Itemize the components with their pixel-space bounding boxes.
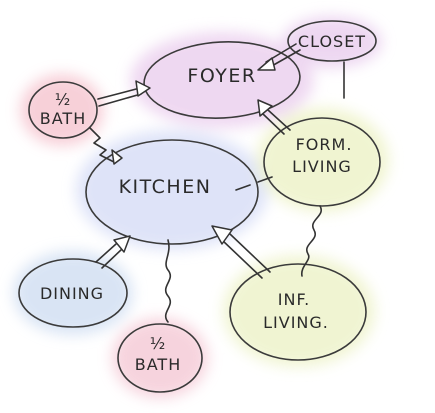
kitchen-halo bbox=[76, 130, 268, 250]
closet-label: CLOSET bbox=[298, 32, 366, 51]
half-bath-bottom-halo bbox=[112, 318, 208, 398]
half-bath-top-fraction: ½ bbox=[55, 90, 72, 109]
labels: FOYER CLOSET ½ BATH KITCHEN FORM. LIVING… bbox=[40, 32, 366, 374]
formal-informal-link bbox=[301, 205, 323, 277]
closet-foyer-arrowhead bbox=[257, 57, 276, 71]
halfbath-kitchen-arrowhead bbox=[111, 149, 123, 165]
formal-living-bubble bbox=[263, 117, 381, 207]
informal-living-bubble bbox=[229, 263, 367, 361]
foyer-bubble bbox=[143, 41, 301, 119]
formal-living-foyer-link bbox=[262, 109, 291, 135]
connections bbox=[89, 43, 345, 323]
informal-kitchen-arrowhead bbox=[211, 225, 233, 245]
informal-kitchen-link bbox=[221, 233, 271, 279]
informal-living-line2: LIVING. bbox=[263, 313, 329, 332]
kitchen-formal-living-link bbox=[235, 176, 273, 191]
dining-label: DINING bbox=[40, 284, 104, 303]
half-bath-top-halo bbox=[20, 74, 104, 146]
dining-kitchen-arrowhead bbox=[113, 235, 131, 253]
halfbath-bottom-kitchen-link bbox=[164, 239, 172, 323]
dining-kitchen-link bbox=[95, 243, 123, 269]
formal-living-line1: FORM. bbox=[296, 135, 353, 154]
color-halos bbox=[13, 16, 389, 398]
half-bath-top-label: BATH bbox=[40, 109, 86, 128]
halfbath-foyer-arrowhead bbox=[135, 80, 151, 97]
half-bath-bottom-label: BATH bbox=[135, 355, 181, 374]
formal-living-halo bbox=[257, 108, 389, 212]
half-bath-bottom-bubble bbox=[117, 323, 203, 393]
bubble-outlines bbox=[18, 20, 381, 393]
informal-living-line1: INF. bbox=[278, 290, 310, 309]
kitchen-label: KITCHEN bbox=[119, 176, 212, 198]
closet-bubble bbox=[287, 20, 377, 62]
halfbath-kitchen-link bbox=[89, 127, 115, 163]
kitchen-bubble bbox=[85, 139, 259, 245]
half-bath-top-bubble bbox=[28, 81, 98, 139]
closet-halo bbox=[282, 16, 382, 68]
dining-bubble bbox=[18, 258, 128, 328]
formal-living-foyer-arrowhead bbox=[257, 99, 273, 117]
halfbath-foyer-link bbox=[97, 87, 142, 107]
informal-living-halo bbox=[223, 255, 375, 367]
half-bath-bottom-fraction: ½ bbox=[150, 334, 167, 353]
foyer-label: FOYER bbox=[187, 65, 256, 87]
dining-halo bbox=[13, 251, 133, 335]
formal-living-line2: LIVING bbox=[292, 157, 352, 176]
